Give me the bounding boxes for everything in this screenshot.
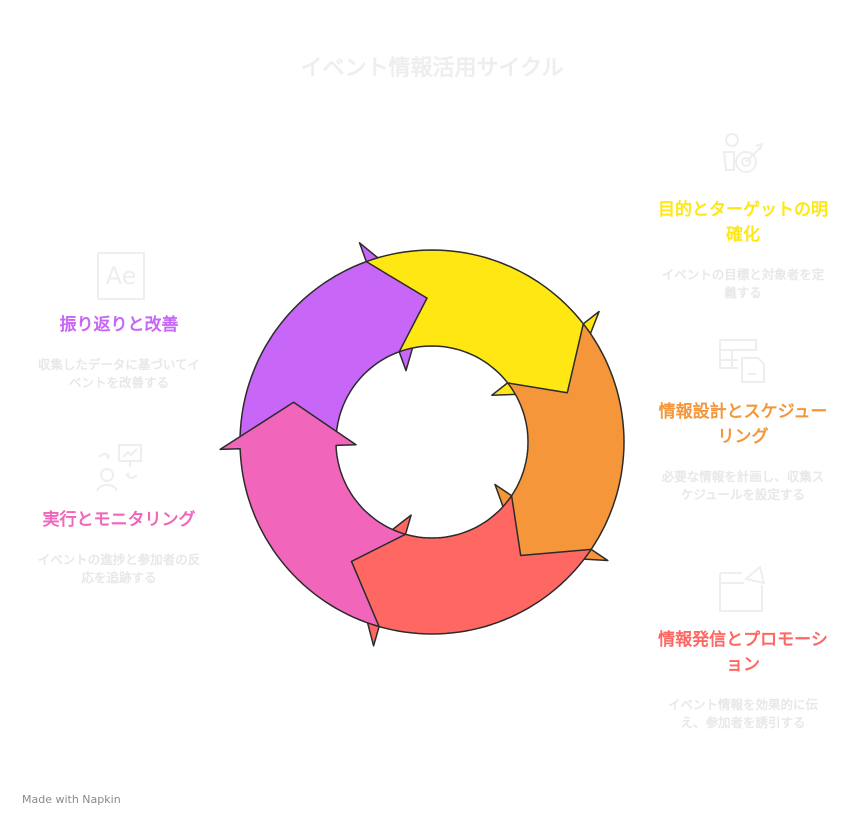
goal-arrow — [365, 249, 600, 396]
design-arrow — [494, 323, 625, 562]
step-label: 振り返りと改善 — [59, 315, 179, 335]
layout-document-icon — [719, 339, 765, 383]
step-description: イベントの進捗と参加者の反応を追跡する — [37, 552, 201, 585]
step-description: 収集したデータに基づいてイベントを改善する — [37, 357, 201, 390]
person-chart-icon — [96, 444, 142, 492]
megaphone-icon — [719, 565, 766, 612]
footer-credit: Made with Napkin — [22, 793, 121, 806]
step-description: イベントの目標と対象者を定義する — [661, 267, 825, 300]
promotion-arrow — [350, 494, 592, 647]
step-label: 情報発信とプロモーション — [658, 630, 828, 675]
person-target-icon — [722, 133, 764, 173]
step-label: 目的とターゲットの明確化 — [658, 200, 828, 245]
step-promotion: 情報発信とプロモーション イベント情報を効果的に伝え、参加者を誘引する — [658, 628, 828, 732]
step-label: 情報設計とスケジューリング — [658, 402, 828, 447]
step-description: イベント情報を効果的に伝え、参加者を誘引する — [667, 697, 818, 730]
ae-icon: Ae — [97, 252, 145, 300]
monitor-arrow — [219, 401, 407, 628]
step-info-design: 情報設計とスケジューリング 必要な情報を計画し、収集スケジュールを設定する — [658, 400, 828, 504]
step-review-improve: 振り返りと改善 収集したデータに基づいてイベントを改善する — [34, 313, 204, 392]
diagram-title: イベント情報活用サイクル — [300, 56, 564, 81]
step-description: 必要な情報を計画し、収集スケジュールを設定する — [661, 469, 825, 502]
step-execute-monitor: 実行とモニタリング イベントの進捗と参加者の反応を追跡する — [34, 508, 204, 587]
review-arrow — [239, 242, 428, 450]
step-label: 実行とモニタリング — [42, 510, 196, 530]
step-goal-target: 目的とターゲットの明確化 イベントの目標と対象者を定義する — [658, 198, 828, 302]
